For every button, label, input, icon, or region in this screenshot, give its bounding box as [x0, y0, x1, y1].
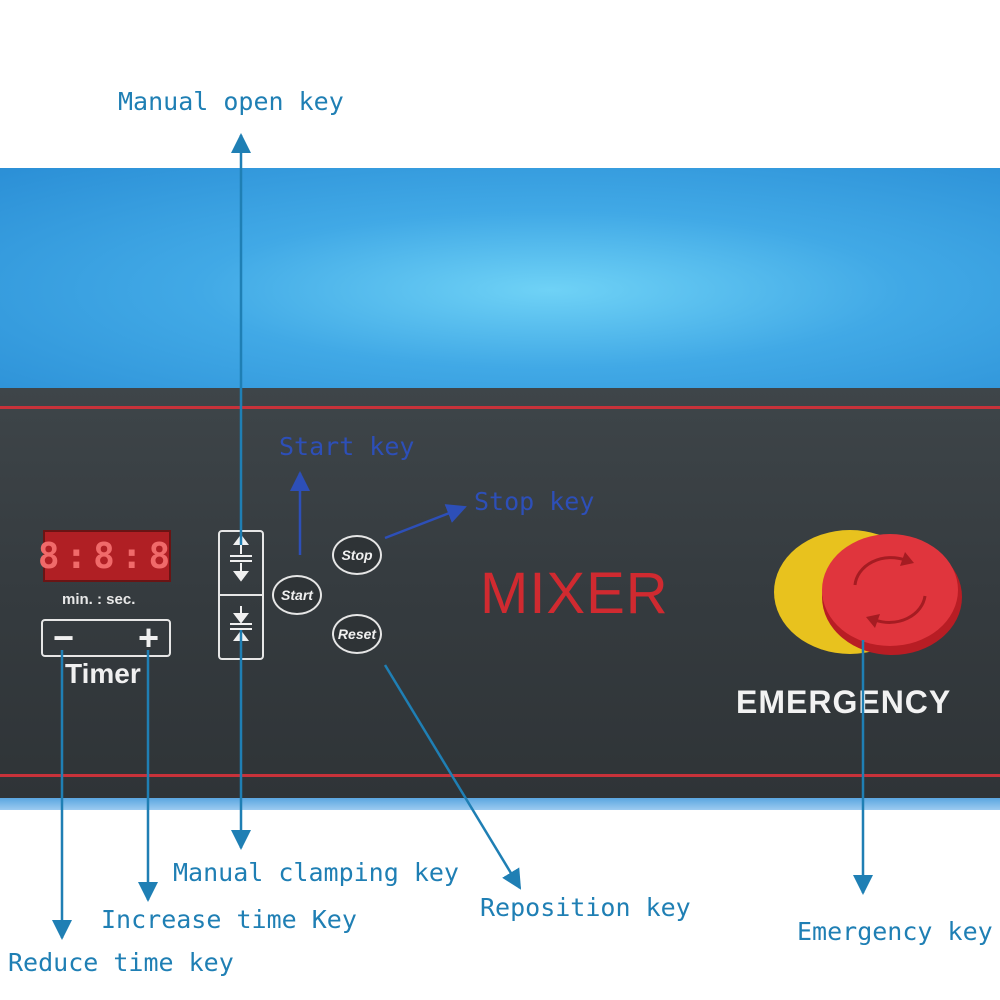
callout-increase-time: Increase time Key — [101, 905, 357, 934]
start-button[interactable]: Start — [272, 575, 322, 615]
timer-unit-label: min. : sec. — [62, 591, 136, 608]
timer-adjust-keys: − + — [41, 619, 171, 657]
panel-bottom-edge — [0, 798, 1000, 810]
callout-reduce-time: Reduce time key — [8, 948, 234, 977]
reset-button[interactable]: Reset — [332, 614, 382, 654]
timer-label: Timer — [65, 658, 141, 689]
timer-digits: 8:8:8 — [37, 535, 177, 577]
callout-start: Start key — [279, 432, 415, 461]
callout-emergency: Emergency key — [797, 917, 993, 946]
callout-reposition: Reposition key — [480, 893, 691, 922]
arrow-reposition — [383, 664, 522, 890]
timer-display: 8:8:8 — [38, 530, 171, 582]
arrow-stop — [384, 504, 467, 540]
panel-bottom-red-line — [0, 774, 1000, 777]
callout-manual-clamping: Manual clamping key — [173, 858, 459, 887]
reduce-time-button[interactable]: − — [53, 617, 75, 658]
machine-blue-cover — [0, 168, 1000, 390]
panel-top-red-line — [0, 406, 1000, 409]
mixer-title: MIXER — [480, 561, 669, 626]
increase-time-button[interactable]: + — [137, 617, 159, 658]
stop-button[interactable]: Stop — [332, 535, 382, 575]
callout-manual-open: Manual open key — [118, 87, 344, 116]
emergency-label: EMERGENCY — [736, 684, 952, 720]
callout-stop: Stop key — [474, 487, 595, 516]
